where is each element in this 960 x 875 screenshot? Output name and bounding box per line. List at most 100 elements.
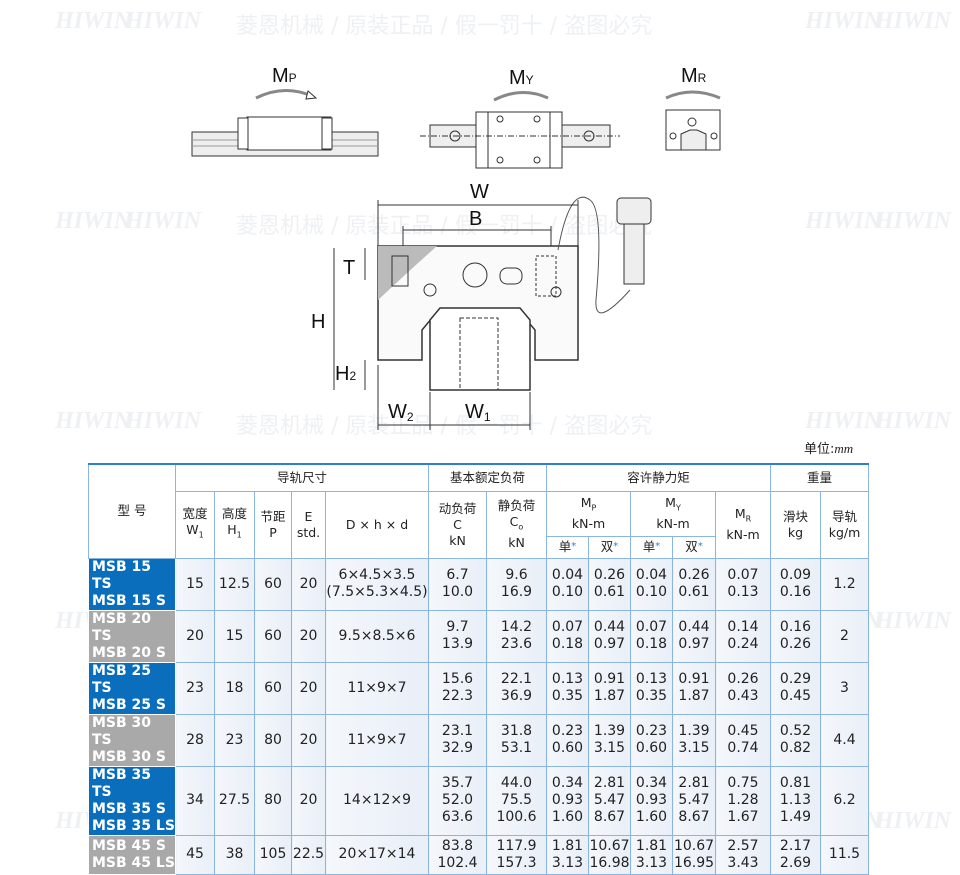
mp1-cell-value: 1.81: [551, 837, 584, 854]
mr-cell-value: 1.67: [727, 809, 759, 825]
co-cell-value: 100.6: [496, 809, 537, 825]
header-rail-dims: 导轨尺寸: [175, 463, 429, 492]
c-cell-value: 22.3: [441, 688, 474, 704]
c-cell-value: 32.9: [441, 740, 474, 756]
c-cell-value: 6.7: [446, 567, 469, 583]
kg-cell-value: 0.81: [779, 775, 812, 791]
my2-cell-value: 0.61: [678, 584, 710, 600]
mr-cell-value: 0.43: [727, 688, 759, 704]
dim-b: B: [469, 208, 482, 230]
co-cell-value: 36.9: [500, 688, 533, 704]
mp1-cell-value: 0.07: [551, 619, 584, 635]
dhd-cell-value: 11×9×7: [347, 731, 407, 748]
h1-cell: 12.5: [214, 557, 255, 611]
mr-cell-value: 0.07: [727, 567, 759, 583]
my2-cell-value: 0.44: [678, 619, 710, 635]
mr-label: MR: [681, 65, 707, 87]
roll-moment-view: [665, 90, 721, 151]
c-cell-value: 35.7: [441, 775, 474, 791]
my1-cell-value: 0.07: [635, 619, 668, 635]
mr-cell-value: 0.74: [727, 740, 759, 756]
mp2-cell-value: 2.81: [593, 775, 626, 791]
c-cell-value: 83.8: [441, 837, 474, 854]
h1-cell: 23: [214, 713, 255, 767]
h1-cell: 15: [214, 609, 255, 663]
kg-cell-value: 0.45: [779, 688, 812, 704]
mp1-cell-value: 0.10: [551, 584, 584, 600]
mp1-cell-value: 0.13: [551, 671, 584, 687]
my2-cell-value: 0.91: [678, 671, 710, 687]
dhd-cell-value: 11×9×7: [347, 679, 407, 696]
dhd-cell-value: 20×17×14: [338, 846, 416, 862]
my1-cell-value: 0.60: [635, 740, 668, 756]
my1-cell-value: 1.60: [635, 809, 668, 825]
model-cell-value: MSB 25 S: [92, 696, 166, 713]
dhd-cell-value: 14×12×9: [343, 792, 411, 808]
watermark-brand: HIWIN: [875, 808, 952, 834]
mr-cell-value: 0.45: [727, 723, 759, 739]
my2-cell-value: 0.97: [678, 636, 710, 652]
c-cell-value: 15.6: [441, 671, 474, 687]
mp2-cell-value: 0.91: [593, 671, 626, 687]
model-cell-value: MSB 20 S: [92, 644, 166, 661]
kg-cell-value: 2.69: [779, 854, 812, 871]
co-cell-value: 157.3: [496, 854, 537, 871]
w1-cell: 45: [175, 834, 215, 875]
e-cell: 20: [291, 609, 326, 663]
my2-cell-value: 10.67: [673, 837, 715, 854]
dhd-cell: 11×9×7: [325, 713, 429, 767]
model-cell-value: MSB 15 S: [92, 592, 166, 609]
mr-cell-value: 0.24: [727, 636, 759, 652]
my2-cell-value: 16.95: [673, 854, 715, 871]
header-my-single: 单*: [630, 535, 673, 559]
e-cell: 20: [291, 765, 326, 836]
kg-cell-value: 0.29: [779, 671, 812, 687]
dim-w2: W2: [388, 401, 414, 424]
my1-cell-value: 0.10: [635, 584, 668, 600]
w1-cell: 20: [175, 609, 215, 663]
dhd-cell: 11×9×7: [325, 661, 429, 715]
kg-cell-value: 2.17: [779, 837, 812, 854]
dim-h2: H2: [335, 363, 356, 385]
mp1-cell-value: 1.60: [551, 809, 584, 825]
co-cell-value: 23.6: [500, 636, 533, 652]
mp2-cell-value: 1.39: [593, 723, 626, 739]
my1-cell-value: 0.35: [635, 688, 668, 704]
